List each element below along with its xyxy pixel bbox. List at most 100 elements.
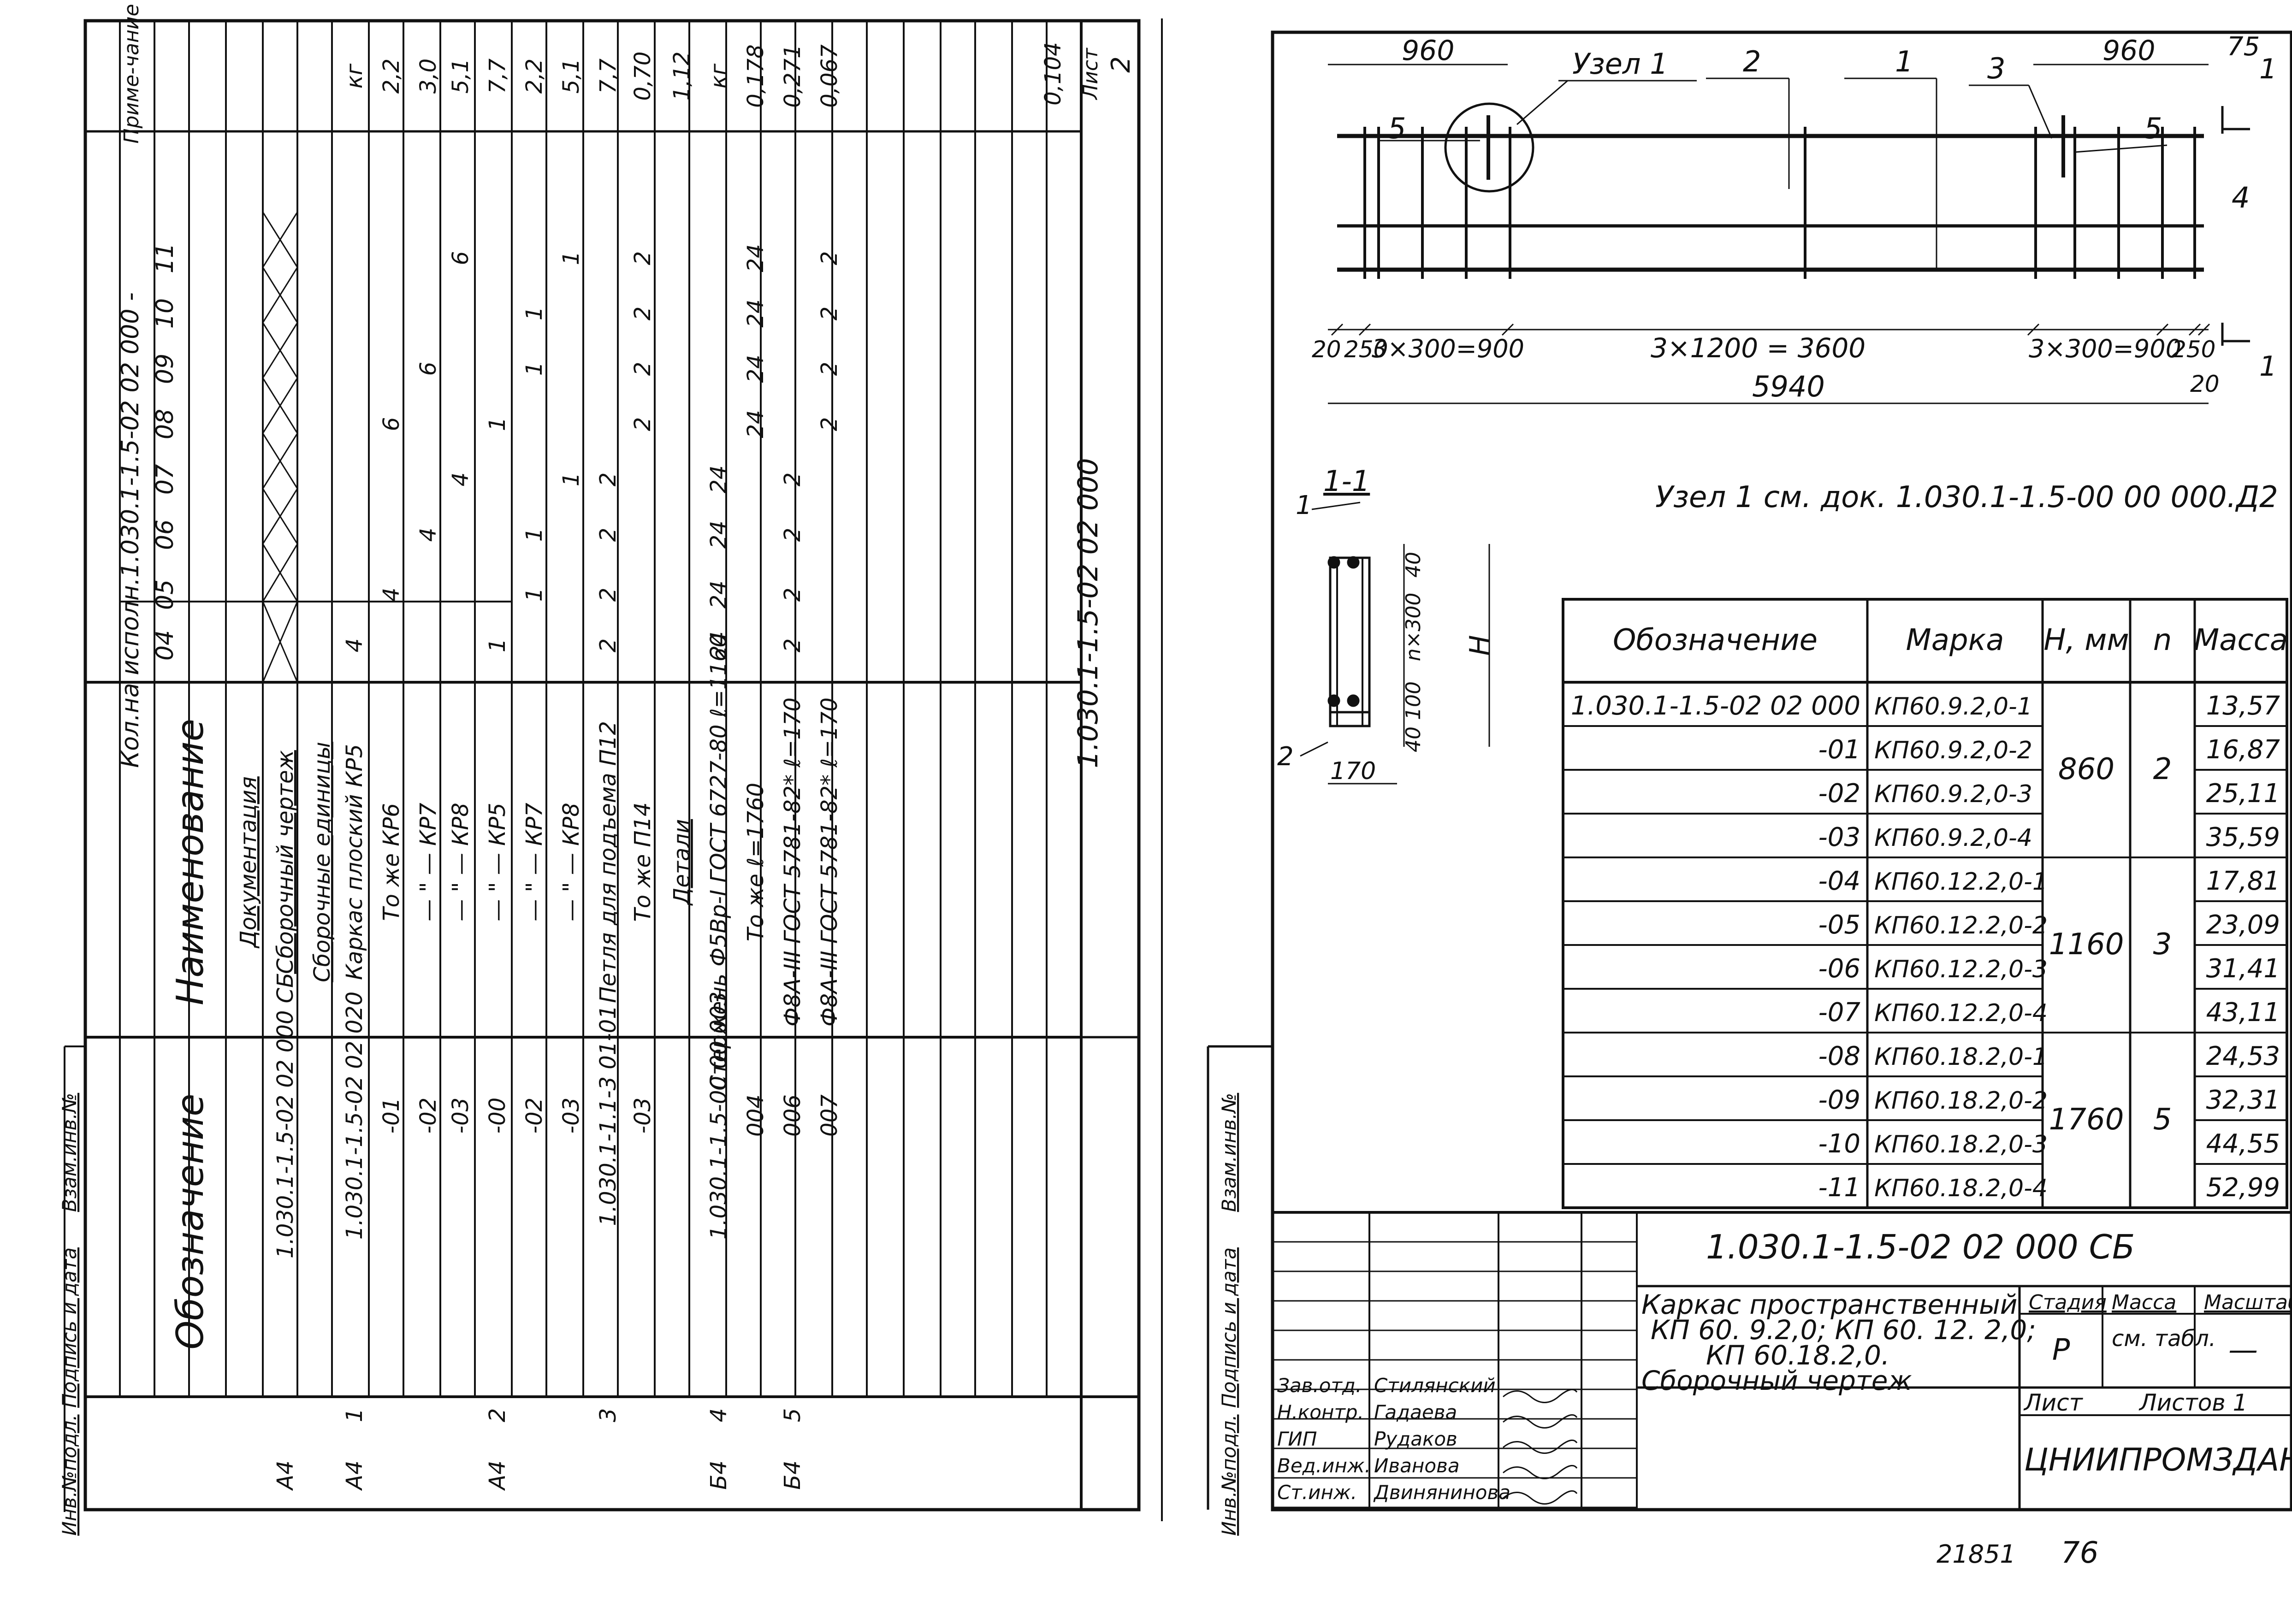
- tick: [2197, 323, 2210, 336]
- dim-top: 960: [1402, 35, 1455, 67]
- row-format: А4: [272, 1460, 298, 1491]
- stamp-sheet-label: Лист: [1079, 47, 1102, 100]
- scale-label: Масштаб: [2204, 1291, 2292, 1314]
- row-format: Б4: [706, 1460, 732, 1489]
- role: Зав.отд.: [1277, 1374, 1362, 1397]
- callout: 4: [2232, 181, 2250, 214]
- tick: [1358, 323, 1371, 336]
- table-mass: 52,99: [2206, 1173, 2280, 1203]
- table-mark: КП60.12.2,0-3: [1874, 956, 2048, 983]
- table-mass: 43,11: [2206, 998, 2280, 1028]
- table-mark: КП60.18.2,0-2: [1874, 1087, 2048, 1115]
- section-dim: 40 100: [1402, 681, 1425, 752]
- row-qty: 2: [630, 251, 656, 266]
- row-qty: 6: [415, 362, 441, 376]
- table-designation: -05: [1818, 910, 1860, 940]
- signature: [1503, 1439, 1578, 1454]
- row-note: 7,7: [485, 58, 510, 94]
- person: Иванова: [1374, 1454, 1460, 1477]
- row-note: 2,2: [521, 59, 547, 94]
- table-mass: 24,53: [2206, 1041, 2280, 1071]
- role: Ст.инж.: [1277, 1481, 1357, 1504]
- row-qty: 24: [743, 299, 769, 327]
- row-name: Стержень Ф5Вр-I ГОСТ 6727-80 ℓ=1160: [706, 633, 732, 1091]
- row-designation: -01: [379, 1098, 404, 1134]
- table-mass: 13,57: [2206, 691, 2280, 721]
- row-format: Б4: [780, 1460, 805, 1489]
- variant-header: 05: [151, 579, 179, 610]
- row-designation: -03: [448, 1098, 474, 1134]
- row-position: 2: [485, 1408, 510, 1423]
- row-note: 0,067: [817, 44, 842, 108]
- table-mark: КП60.9.2,0-4: [1874, 824, 2032, 852]
- table-designation: 1.030.1-1.5-02 02 000: [1571, 691, 1860, 721]
- sheets-label: Листов 1: [2138, 1389, 2247, 1416]
- row-qty: 4: [448, 472, 474, 487]
- signature: [1503, 1414, 1578, 1429]
- leader: [2074, 144, 2168, 153]
- row-designation: -02: [415, 1098, 441, 1134]
- dim-bottom: 20: [1312, 336, 1341, 363]
- table-n: 2: [2153, 752, 2172, 786]
- section-dim: H: [1464, 635, 1496, 656]
- org-name: ЦНИИПРОМЗДАНИЙ: [2024, 1441, 2292, 1478]
- title-doc: 1.030.1-1.5-02 02 000 СБ: [1706, 1228, 2135, 1266]
- row-name: Сборочные единицы: [309, 742, 335, 982]
- row-note-extra: 0,104: [1040, 42, 1066, 105]
- callout: 2: [1743, 45, 1761, 78]
- signature: [1503, 1465, 1578, 1479]
- node-circle: [1444, 102, 1534, 193]
- row-qty: 2: [780, 472, 805, 487]
- table-designation: -06: [1818, 954, 1860, 984]
- rebar-dot: [1347, 694, 1360, 707]
- table-designation: -07: [1818, 998, 1861, 1028]
- row-designation: 1.030.1-1.5-00 00 003: [706, 992, 732, 1240]
- table-mass: 32,31: [2206, 1085, 2280, 1115]
- dim-bottom: 3×1200 = 3600: [1651, 332, 1866, 364]
- dim-top: 75: [2227, 32, 2260, 62]
- section-title: 1-1: [1323, 464, 1370, 498]
- leader: [2028, 85, 2053, 139]
- marks-table: [1562, 598, 2288, 1209]
- row-qty: 1: [558, 251, 584, 266]
- table-designation: -11: [1818, 1173, 1860, 1203]
- table-mark: КП60.12.2,0-4: [1874, 999, 2048, 1027]
- callout: 5: [2144, 112, 2162, 145]
- tick: [1331, 323, 1344, 336]
- row-qty: 2: [780, 528, 805, 542]
- section-mark-label: 1: [2259, 350, 2277, 383]
- row-name: — " — КР8: [558, 803, 584, 921]
- leader: [1300, 741, 1328, 757]
- row-qty: 24: [743, 244, 769, 272]
- row-qty: 24: [706, 465, 732, 493]
- table-mass: 16,87: [2206, 735, 2280, 765]
- table-mark: КП60.18.2,0-4: [1874, 1175, 2048, 1202]
- row-qty: 2: [817, 417, 842, 431]
- row-qty: 2: [630, 362, 656, 376]
- table-mark: КП60.18.2,0-3: [1874, 1131, 2048, 1158]
- row-qty: 24: [743, 410, 769, 438]
- table-mass: 44,55: [2206, 1129, 2280, 1159]
- stage-value: Р: [2052, 1333, 2070, 1367]
- row-name: Каркас плоский КР5: [342, 744, 367, 980]
- header-note: Приме-чание: [120, 4, 143, 143]
- person: Гадаева: [1374, 1401, 1457, 1423]
- title-line: Сборочный чертеж: [1641, 1365, 1912, 1396]
- person: Рудаков: [1374, 1428, 1457, 1450]
- row-name: Сборочный чертеж: [272, 750, 298, 974]
- row-qty: 6: [448, 251, 474, 266]
- table-designation: -10: [1818, 1129, 1860, 1159]
- node-note: Узел 1 см. док. 1.030.1-1.5-00 00 000.Д2: [1655, 480, 2278, 514]
- section-dim: n×300: [1402, 593, 1425, 661]
- table-mass: 35,59: [2206, 822, 2280, 852]
- row-qty: 2: [780, 638, 805, 653]
- table-designation: -09: [1818, 1085, 1860, 1115]
- row-qty: 1: [521, 588, 547, 602]
- row-qty: 1: [521, 528, 547, 542]
- footer-number: 21851: [1937, 1540, 2016, 1569]
- row-note: кг: [342, 63, 367, 89]
- header-qty: Кол.на исполн.1.030.1-1.5-02 02 000 -: [117, 292, 144, 768]
- right-sheet-frame: [1271, 30, 2292, 1512]
- row-position: 4: [706, 1408, 732, 1423]
